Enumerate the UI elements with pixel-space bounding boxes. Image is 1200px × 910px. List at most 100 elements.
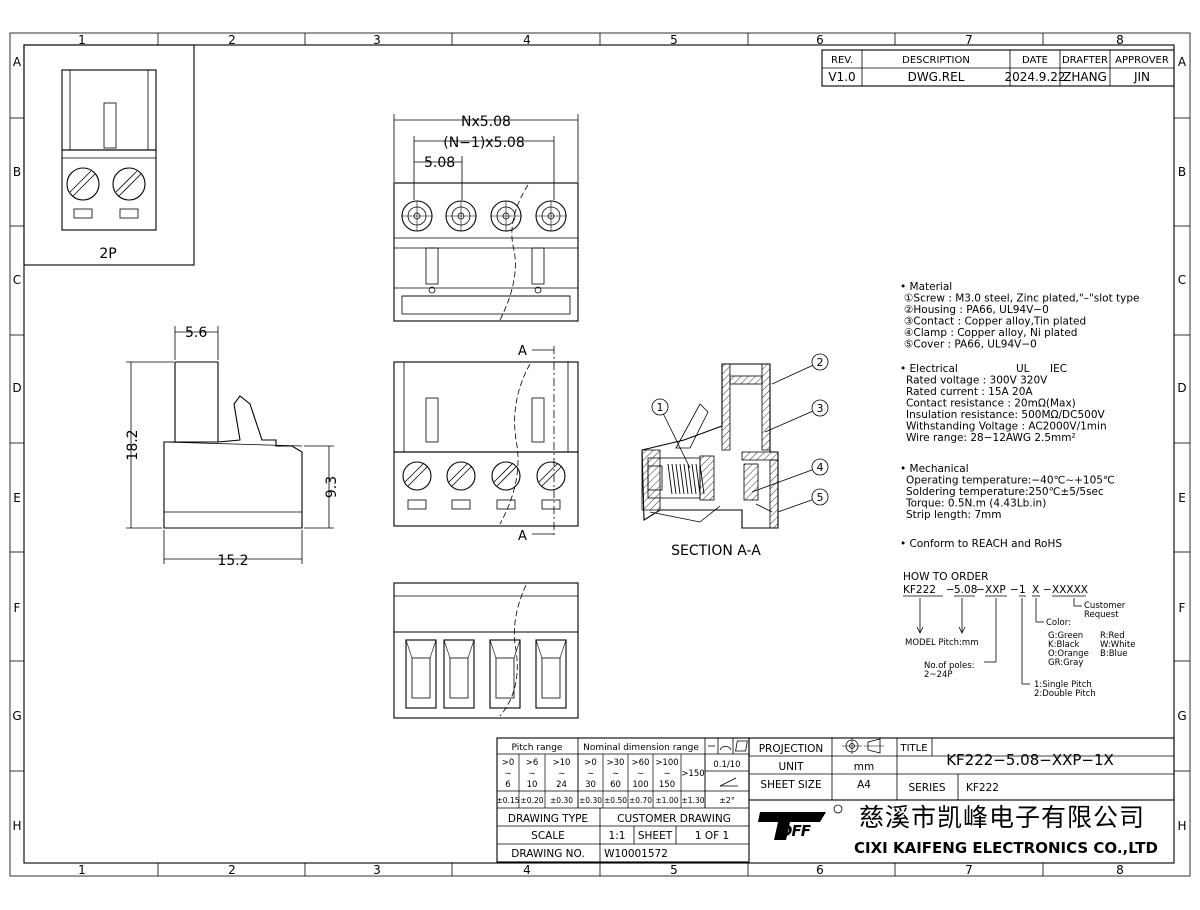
color-title: Color: <box>1046 618 1071 628</box>
column-label: 5 <box>670 33 678 47</box>
column-label: 6 <box>816 33 824 47</box>
company-logo <box>758 812 826 840</box>
tolerance-value: ±1.00 <box>656 796 679 805</box>
screw-icon <box>491 461 521 491</box>
mechanical-item: Soldering temperature:250℃±5/5sec <box>906 486 1104 498</box>
poles-label: No.of poles: <box>924 661 975 671</box>
row-label: A <box>1178 55 1187 69</box>
scale-label: SCALE <box>531 830 565 842</box>
order-code-part: XXXXX <box>1052 584 1088 596</box>
revision-cell: DWG.REL <box>908 70 965 84</box>
order-code-part: 1 <box>1019 584 1026 596</box>
color-option: G:Green <box>1048 631 1083 641</box>
dim-18-2: 18.2 <box>125 429 141 460</box>
detail-2p-view: 2P <box>23 44 195 266</box>
dim-9-3: 9.3 <box>324 476 340 498</box>
row-label: H <box>12 819 21 833</box>
mechanical-item: Torque: 0.5N.m (4.43Lb.in) <box>905 498 1046 510</box>
pitch-range-header: Pitch range <box>512 743 563 753</box>
projection-label: PROJECTION <box>759 743 824 755</box>
wire-entry <box>541 499 561 510</box>
order-title: HOW TO ORDER <box>903 571 988 583</box>
customer-label: Request <box>1084 610 1119 620</box>
callout-marker <box>651 398 669 416</box>
pitch-option: 1:Single Pitch <box>1034 680 1092 690</box>
scale-value: 1:1 <box>609 830 626 842</box>
sheet-size-value: A4 <box>857 779 871 791</box>
logo-text: DFF <box>780 822 812 840</box>
color-option: B:Blue <box>1100 649 1128 659</box>
revision-cell: JIN <box>1133 70 1150 84</box>
title-label: TITLE <box>899 743 927 754</box>
range-cell: >150 <box>681 769 704 779</box>
row-label: E <box>1178 491 1186 505</box>
electrical-item: Contact resistance : 20mΩ(Max) <box>906 398 1076 410</box>
range-cell: >60 <box>632 758 650 768</box>
callout-number: 3 <box>817 402 824 415</box>
callout-marker <box>811 399 829 417</box>
material-item: ④Clamp : Copper alloy, Ni plated <box>904 327 1077 339</box>
range-cell: ∼ <box>612 769 619 779</box>
screw-icon <box>402 461 432 491</box>
drawing-no: W10001572 <box>604 848 668 860</box>
row-label: F <box>14 601 21 615</box>
section-title: SECTION A-A <box>671 543 761 559</box>
column-label: 2 <box>228 863 236 877</box>
tolerance-value: ±0.30 <box>579 796 602 805</box>
electrical-item: Rated voltage : 300V 320V <box>906 375 1048 387</box>
column-label: 8 <box>1116 33 1124 47</box>
order-code-part: − <box>1010 584 1019 596</box>
column-label: 4 <box>523 863 531 877</box>
pitch-option: 2:Double Pitch <box>1034 689 1096 699</box>
section-marker-top: A <box>518 344 527 359</box>
electrical-iec: IEC <box>1050 363 1067 375</box>
poles-label: 2~24P <box>924 670 952 680</box>
mechanical-item: Strip length: 7mm <box>906 509 1002 521</box>
sheet-size-label: SHEET SIZE <box>760 779 821 791</box>
dim-n-pitch: Nx5.08 <box>461 114 511 130</box>
dim-5-6: 5.6 <box>185 325 207 341</box>
tolerance-value: ±0.20 <box>521 796 544 805</box>
callout-number: 5 <box>817 491 824 504</box>
tolerance-value: ±1.30 <box>682 796 705 805</box>
range-cell: ∼ <box>663 769 670 779</box>
order-code-part: − <box>1043 584 1052 596</box>
screw-icon <box>536 461 566 491</box>
mechanical-item: Operating temperature:−40℃∼+105℃ <box>906 475 1115 487</box>
bottom-slot <box>489 639 521 709</box>
side-view: 5.6 18.2 9.3 15.2 <box>125 325 340 569</box>
row-label: F <box>1179 601 1186 615</box>
drawing-type-label: DRAWING TYPE <box>508 813 588 825</box>
drawing-title: KF222−5.08−XXP−1X <box>946 751 1114 769</box>
range-cell: 6 <box>505 780 510 790</box>
callout-number: 1 <box>657 401 664 414</box>
electrical-item: Insulation resistance: 500MΩ/DC500V <box>906 409 1106 421</box>
series-value: KF222 <box>966 782 999 794</box>
bottom-view <box>393 582 579 719</box>
column-label: 5 <box>670 863 678 877</box>
material-item: ②Housing : PA66, UL94V−0 <box>904 304 1049 316</box>
tolerance-value: ±0.30 <box>550 796 573 805</box>
row-label: C <box>13 273 21 287</box>
order-code-part: − <box>976 584 985 596</box>
electrical-item: Wire range: 28−12AWG 2.5mm² <box>906 432 1076 444</box>
revision-header: DRAFTER <box>1062 55 1108 66</box>
mechanical-title: • Mechanical <box>900 463 969 475</box>
reach-note: • Conform to REACH and RoHS <box>900 538 1062 550</box>
range-cell: >0 <box>584 758 597 768</box>
top-view: Nx5.08 (N−1)x5.08 5.08 <box>393 114 579 322</box>
row-label: B <box>13 165 21 179</box>
range-cell: ∼ <box>504 769 511 779</box>
row-label: H <box>1177 819 1186 833</box>
range-cell: ∼ <box>637 769 644 779</box>
range-cell: 10 <box>527 780 538 790</box>
callout-marker <box>811 458 829 476</box>
callout-number: 2 <box>817 356 824 369</box>
color-option: GR:Gray <box>1048 658 1083 668</box>
column-label: 7 <box>965 863 973 877</box>
column-label: 6 <box>816 863 824 877</box>
range-cell: ∼ <box>558 769 565 779</box>
